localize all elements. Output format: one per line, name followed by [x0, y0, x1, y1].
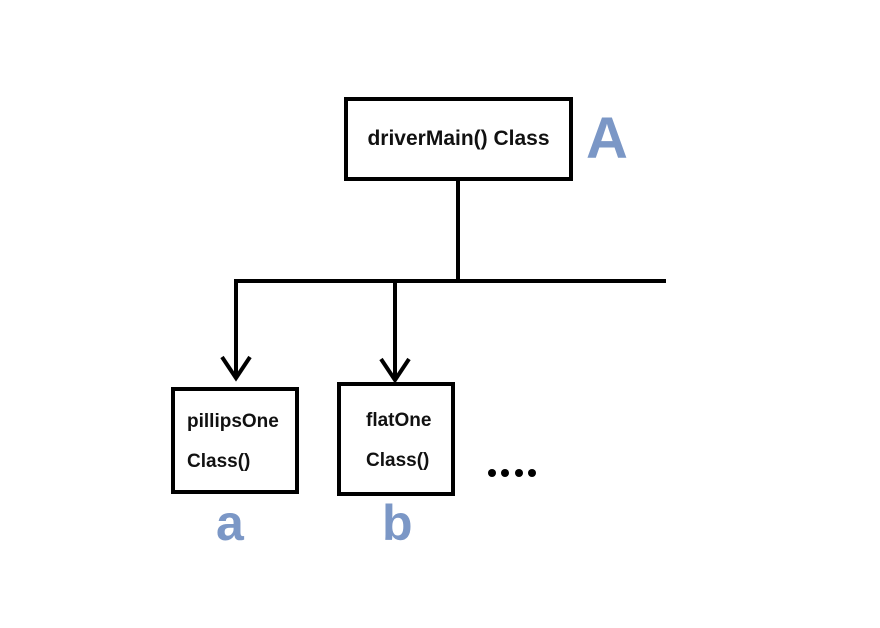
- child-class-box-pillips: pillipsOne Class(): [171, 387, 299, 494]
- child-tag-b: b: [382, 495, 413, 551]
- root-class-box: driverMain() Class: [344, 97, 573, 181]
- ellipsis-dot: [527, 469, 536, 477]
- child-class-name: flatOne: [366, 410, 432, 431]
- child-class-call: Class(): [366, 450, 430, 471]
- child-class-name: pillipsOne: [187, 411, 279, 432]
- root-class-label: driverMain() Class: [367, 127, 550, 150]
- child-class-call: Class(): [187, 451, 251, 472]
- arrowhead-to-flat: [379, 357, 411, 384]
- child-class-box-flat: flatOne Class(): [337, 382, 455, 496]
- ellipsis-dot: [488, 469, 496, 477]
- child-tag-a: a: [216, 495, 244, 551]
- more-children-ellipsis: ....: [488, 468, 536, 478]
- arrowhead-to-pillips: [220, 355, 252, 382]
- root-tag-label: A: [586, 106, 628, 171]
- ellipsis-dot: [514, 469, 523, 477]
- ellipsis-dot: [501, 469, 510, 477]
